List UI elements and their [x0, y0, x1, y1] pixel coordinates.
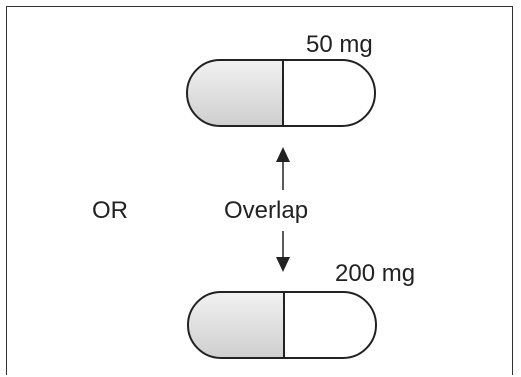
overlap-label: Overlap	[224, 197, 309, 224]
overlap-arrow-up-icon	[276, 147, 290, 190]
or-label: OR	[92, 197, 128, 224]
dose-label-50mg: 50 mg	[306, 31, 373, 58]
capsule-50mg-right-half	[282, 59, 376, 127]
capsule-50mg-icon	[186, 59, 376, 127]
capsule-200mg-icon	[187, 291, 377, 359]
figure-frame	[6, 6, 513, 375]
capsule-200mg-left-half	[187, 291, 285, 359]
capsule-200mg-right-half	[283, 291, 377, 359]
dose-label-200mg: 200 mg	[335, 260, 416, 287]
capsule-50mg-left-half	[186, 59, 284, 127]
overlap-arrow-down-icon	[276, 231, 290, 272]
